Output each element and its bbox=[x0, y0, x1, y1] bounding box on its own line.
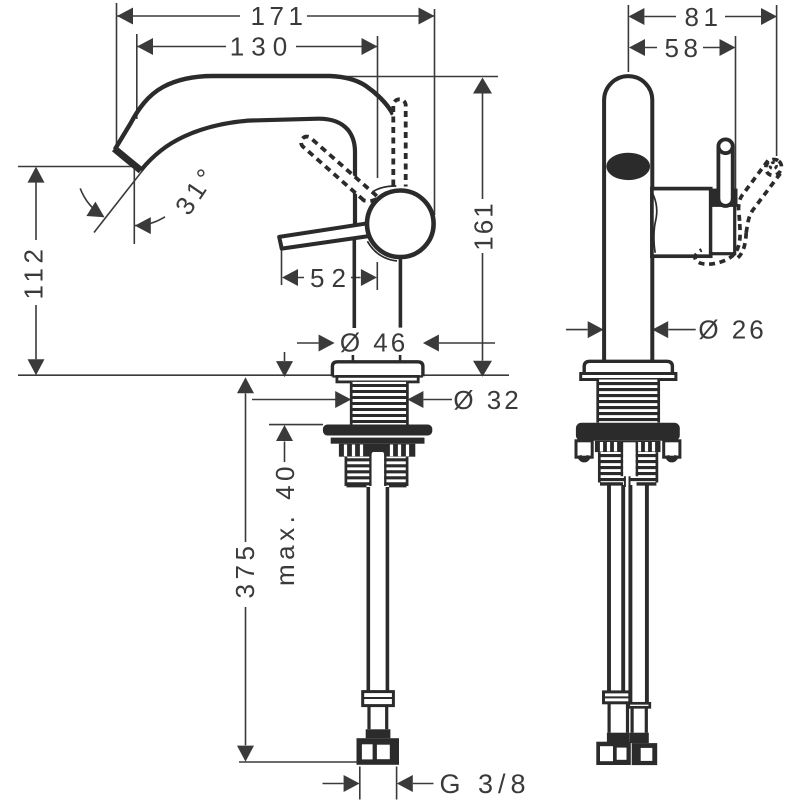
svg-text:max. 40: max. 40 bbox=[270, 462, 300, 586]
svg-text:52: 52 bbox=[310, 263, 353, 293]
svg-text:58: 58 bbox=[665, 33, 703, 63]
svg-text:112: 112 bbox=[19, 245, 49, 300]
svg-text:375: 375 bbox=[230, 542, 260, 599]
svg-text:81: 81 bbox=[685, 2, 723, 32]
svg-text:Ø 32: Ø 32 bbox=[453, 385, 521, 415]
svg-text:Ø 46: Ø 46 bbox=[340, 328, 408, 358]
svg-text:Ø 26: Ø 26 bbox=[698, 315, 766, 345]
svg-text:G 3/8: G 3/8 bbox=[439, 769, 530, 799]
svg-text:161: 161 bbox=[469, 201, 499, 250]
svg-text:130: 130 bbox=[230, 32, 294, 62]
svg-text:171: 171 bbox=[251, 1, 308, 31]
